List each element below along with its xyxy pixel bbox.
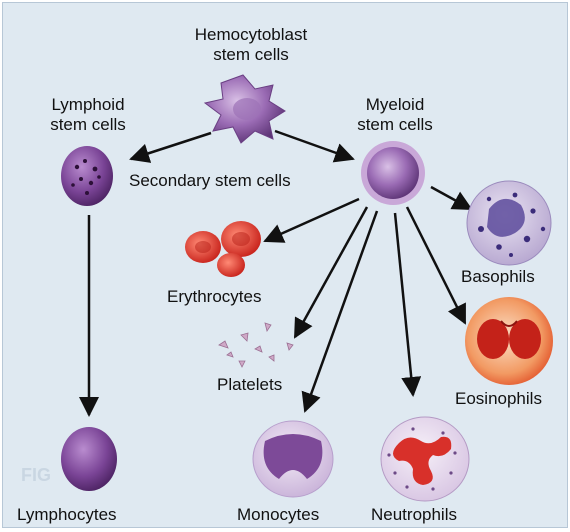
label-myeloid-stem-cells: Myeloid stem cells: [343, 95, 447, 135]
arrow-hemocytoblast-to-myeloid: [275, 131, 353, 159]
arrow-myeloid-to-neutrophils: [395, 213, 413, 395]
label-neutrophils: Neutrophils: [371, 505, 491, 525]
label-monocytes: Monocytes: [237, 505, 357, 525]
lymphoid-stem-cell: [61, 146, 113, 206]
label-eosinophils: Eosinophils: [455, 389, 565, 409]
arrow-myeloid-to-basophils: [431, 187, 471, 209]
label-hemocytoblast: Hemocytoblast stem cells: [186, 25, 316, 65]
arrow-myeloid-to-erythrocytes: [265, 199, 359, 241]
basophil-cell: [467, 181, 551, 265]
label-platelets: Platelets: [217, 375, 317, 395]
lymphocyte-cell: [61, 427, 117, 491]
monocyte-cell: [253, 421, 333, 497]
label-secondary-stem-cells: Secondary stem cells: [129, 171, 339, 191]
myeloid-stem-cell: [361, 141, 425, 205]
label-basophils: Basophils: [461, 267, 561, 287]
hematopoiesis-diagram: [3, 3, 568, 528]
erythrocytes-cells: [185, 221, 261, 277]
label-lymphocytes: Lymphocytes: [17, 505, 167, 525]
label-lymphoid-stem-cells: Lymphoid stem cells: [33, 95, 143, 135]
arrow-hemocytoblast-to-lymphoid: [131, 133, 211, 159]
arrow-myeloid-to-eosinophils: [407, 207, 465, 323]
label-erythrocytes: Erythrocytes: [167, 287, 307, 307]
eosinophil-cell: [465, 297, 553, 385]
platelets-cells: [219, 323, 293, 367]
hemocytoblast-cell: [205, 75, 285, 143]
neutrophil-cell: [381, 417, 469, 501]
